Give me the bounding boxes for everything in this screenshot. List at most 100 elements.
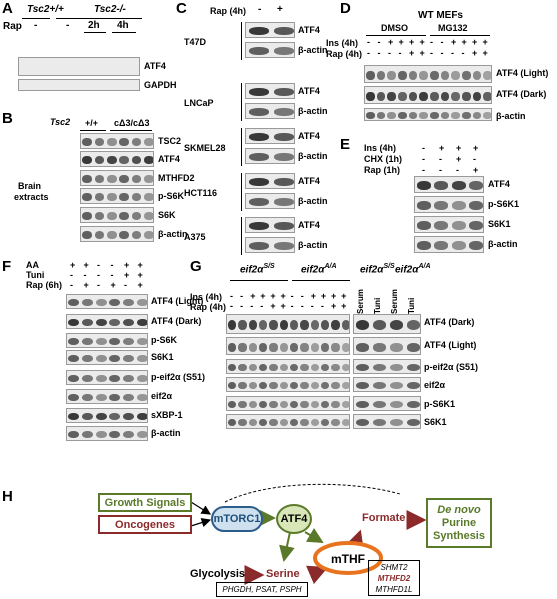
panel-b-blot-3-band <box>143 193 153 201</box>
panel-b-blot-2-band <box>119 175 130 183</box>
panel-g-blot-2-band <box>248 363 257 372</box>
panel-g-blot-4-band <box>279 400 288 409</box>
panel-g-row-2: p-eif2α (S51) <box>424 362 479 372</box>
panel-f-treat-2-5: + <box>137 280 143 290</box>
panel-e-treat-name-2: Rap (1h) <box>364 165 400 175</box>
panel-d-blot-0-band <box>387 70 396 80</box>
panel-d-blot-0-band <box>376 70 386 80</box>
panel-f-blot-0-band <box>95 298 107 307</box>
panel-f-blot-5-band <box>95 393 107 402</box>
panel-a-genotype-ko: Tsc2-/- <box>94 4 126 15</box>
panel-c-blot-1-1 <box>245 103 295 119</box>
panel-g-rap-3: - <box>260 301 264 311</box>
panel-d-blot-1-band <box>472 91 482 101</box>
panel-d-ins-label: Ins (4h) <box>326 38 359 48</box>
panel-g-side-blot-3-band <box>355 381 370 390</box>
panel-g-blot-1-band <box>279 342 288 352</box>
panel-g-blot-1-band <box>248 342 257 352</box>
panel-g-side-blot-0 <box>353 314 421 334</box>
panel-a-cond-2: 2h <box>88 20 100 31</box>
panel-c-blot-4-1-band <box>273 242 294 250</box>
panel-b-blot-3-band <box>106 193 117 201</box>
panel-c-blot-3-1-band <box>273 198 294 206</box>
panel-c-blot-2-1-band <box>273 153 294 161</box>
panel-g-blot-0-band <box>238 320 247 330</box>
panel-g-side-blot-4 <box>353 396 421 411</box>
panel-g-ins-0: - <box>230 291 233 301</box>
panel-b-blot-5 <box>80 226 154 242</box>
panel-g-blot-2-band <box>228 363 237 372</box>
panel-g-bracket-ss <box>230 280 288 281</box>
panel-g-ins-9: + <box>320 291 327 301</box>
panel-f-blot-2-band <box>68 337 80 346</box>
panel-f-blot-2-band <box>82 337 93 346</box>
panel-g-rap-6: - <box>290 301 294 311</box>
panel-g-side-blot-1-band <box>389 342 404 352</box>
panel-d-bracket-dmso <box>366 35 426 36</box>
panel-a-blot-atf4 <box>18 57 140 76</box>
panel-f-blot-1 <box>66 314 148 329</box>
panel-g-label: G <box>190 258 202 275</box>
panel-g-blot-5-band <box>228 418 237 427</box>
panel-g-blot-3-band <box>279 381 288 390</box>
panel-g-blot-2-band <box>300 363 309 372</box>
panel-c-blot-3-1-band <box>248 198 269 206</box>
panel-e-treat-2-3: + <box>473 165 479 175</box>
panel-g-ins-5: + <box>280 291 286 301</box>
panel-d-ins-11: + <box>482 37 488 47</box>
panel-c-blot-1-1-band <box>248 108 269 116</box>
panel-f-blot-7-band <box>123 430 134 439</box>
panel-g-rap-2: - <box>250 301 254 311</box>
panel-b-blot-3-band <box>131 193 142 201</box>
panel-c-blot-4-0-band <box>248 222 269 230</box>
panel-d-ins-1: - <box>377 37 381 47</box>
panel-d-blot-1-band <box>376 91 386 101</box>
panel-f-blot-5-band <box>109 393 121 402</box>
panel-g-blot-0-band <box>248 320 257 330</box>
panel-g-rap-7: - <box>300 301 304 311</box>
panel-e-blot-3-band <box>451 241 466 250</box>
panel-f-blot-2 <box>66 333 148 348</box>
panel-c-blot-0-1-band <box>273 47 294 55</box>
panel-g-blot-2 <box>226 359 350 374</box>
panel-g-blot-4-band <box>300 400 309 409</box>
panel-e-blot-1-band <box>416 201 431 210</box>
panel-f-blot-1-band <box>68 318 80 327</box>
panel-f-treat-0-2: - <box>97 260 100 270</box>
panel-c-row-2-1: β-actin <box>298 151 328 161</box>
panel-g-blot-2-band <box>331 363 340 372</box>
panel-g-side-blot-0-band <box>355 320 370 330</box>
panel-g-blot-4-band <box>321 400 330 409</box>
panel-e-blot-1-band <box>469 201 483 210</box>
panel-g-side-cond-3: Tuni <box>407 297 416 314</box>
panel-b-blot-5-band <box>143 231 153 239</box>
panel-g-blot-3-band <box>321 381 330 390</box>
panel-e-blot-0-band <box>469 181 483 190</box>
panel-g-blot-4-band <box>228 400 237 409</box>
panel-g-side-blot-2-band <box>406 363 420 372</box>
panel-f-treat-2-0: - <box>70 280 73 290</box>
panel-f-blot-5 <box>66 389 148 404</box>
panel-f-blot-3-band <box>95 354 107 363</box>
panel-e-blot-3-band <box>416 241 431 250</box>
panel-b-genotype-label: Tsc2 <box>50 117 71 127</box>
panel-e-treat-1-1: - <box>439 154 442 164</box>
panel-f-row-4: p-eif2α (S51) <box>151 372 206 382</box>
panel-g-rap-1: - <box>240 301 244 311</box>
panel-d-blot-2-band <box>440 112 450 119</box>
panel-c-row-4-1: β-actin <box>298 240 328 250</box>
panel-g-side-blot-3-band <box>372 381 387 390</box>
panel-g-rap-5: + <box>280 301 286 311</box>
panel-g-row-4: p-S6K1 <box>424 399 456 409</box>
panel-b-blot-4 <box>80 207 154 223</box>
panel-e-blot-3 <box>414 236 484 253</box>
panel-e-treat-0-1: + <box>439 143 445 153</box>
panel-b-blot-5-band <box>82 231 93 239</box>
panel-e-row-3: β-actin <box>488 239 518 249</box>
panel-g-row-0: ATF4 (Dark) <box>424 317 475 327</box>
panel-h-enzyme-mthfd2: MTHFD2 <box>377 573 411 583</box>
panel-c-blot-0-1-band <box>248 47 269 55</box>
panel-d-blot-1-band <box>366 91 375 101</box>
panel-f-blot-4-band <box>95 374 107 383</box>
panel-f-row-5: eif2α <box>151 391 173 401</box>
